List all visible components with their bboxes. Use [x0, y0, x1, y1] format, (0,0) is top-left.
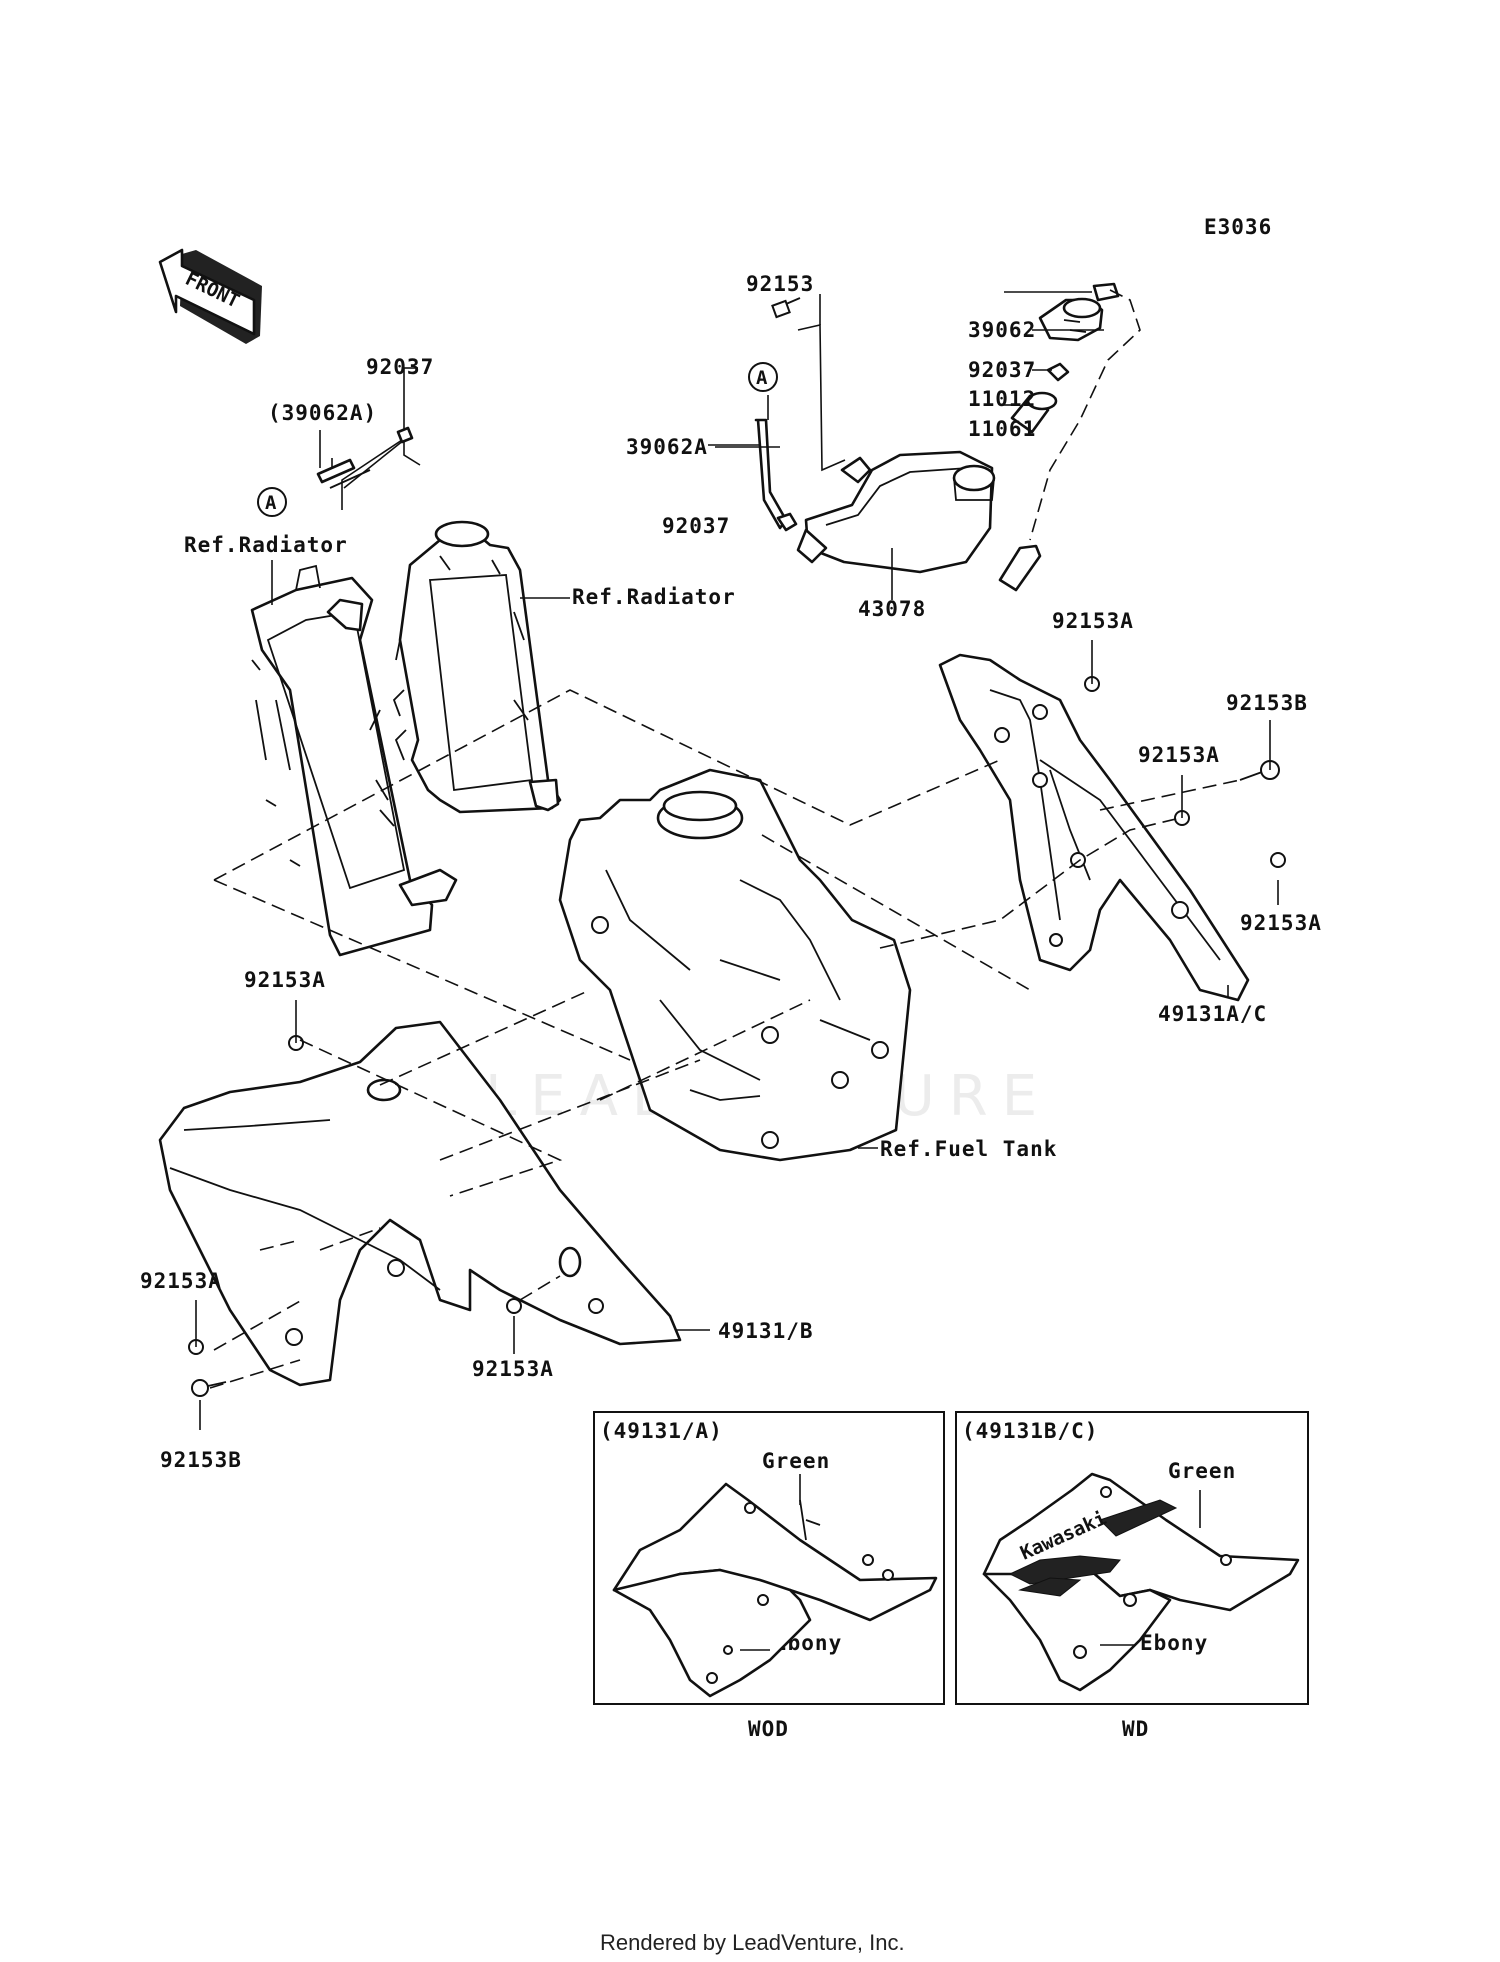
leader-lines	[195, 291, 1279, 1430]
variant-box-bc: (49131B/C) Green Ebony WD Kawasaki	[955, 1411, 1309, 1741]
callout-92037-mid: 92037	[662, 514, 730, 538]
variant-bc-model: WD	[1122, 1717, 1149, 1741]
variant-box-a: (49131/A) Green Ebony WOD	[593, 1411, 945, 1741]
callout-92153-top: 92153	[746, 272, 814, 296]
bolt-92153b-right	[1239, 760, 1280, 781]
callout-92153a-right1: 92153A	[1138, 743, 1220, 767]
callout-11012: 11012	[968, 387, 1036, 411]
callout-43078: 43078	[858, 597, 926, 621]
hose-39062	[1092, 282, 1120, 302]
callout-92153a-lower-left: 92153A	[140, 1269, 222, 1293]
hose-39062-lower	[998, 544, 1042, 592]
callout-92153a-right2: 92153A	[1240, 911, 1322, 935]
callout-92153a-left: 92153A	[244, 968, 326, 992]
bolt-92153a-right2	[1270, 852, 1286, 868]
callout-49131ac: 49131A/C	[1158, 1002, 1267, 1026]
callout-39062: 39062	[968, 318, 1036, 342]
variant-a-code: (49131/A)	[600, 1419, 723, 1443]
variant-a-model: WOD	[748, 1717, 789, 1741]
callout-39062a-paren: (39062A)	[268, 401, 377, 425]
bolt-92153a-lower-mid	[506, 1298, 522, 1314]
callout-92153a-top: 92153A	[1052, 609, 1134, 633]
callout-92037-right: 92037	[968, 358, 1036, 382]
marker-a-left-label: A	[265, 492, 277, 514]
callout-11061: 11061	[968, 417, 1036, 441]
bolt-92153-top	[771, 297, 801, 319]
callout-ref-fuel-tank: Ref.Fuel Tank	[880, 1137, 1057, 1161]
callout-92153a-lower-mid: 92153A	[472, 1357, 554, 1381]
marker-a-right-label: A	[756, 367, 768, 389]
front-arrow-icon: FRONT	[158, 248, 262, 344]
clamp-92037-left	[396, 426, 414, 444]
overflow-hose-39062a	[754, 418, 788, 530]
diagram-code: E3036	[1204, 215, 1272, 239]
callout-49131b: 49131/B	[718, 1319, 814, 1343]
callout-ref-radiator-left: Ref.Radiator	[184, 533, 348, 557]
callout-ref-radiator-right: Ref.Radiator	[572, 585, 736, 609]
callout-labels: 92153 92037 (39062A) Ref.Radiator Ref.Ra…	[140, 272, 1322, 1472]
callout-39062a: 39062A	[626, 435, 708, 459]
left-shroud	[158, 1020, 682, 1387]
variant-a-upper-color: Green	[762, 1449, 830, 1473]
right-radiator	[392, 520, 562, 814]
right-shroud	[938, 653, 1250, 1002]
footer-credit: Rendered by LeadVenture, Inc.	[600, 1930, 905, 1955]
variant-bc-upper-color: Green	[1168, 1459, 1236, 1483]
variant-bc-lower-color: Ebony	[1140, 1631, 1208, 1655]
callout-92037-left: 92037	[366, 355, 434, 379]
marker-a-left: A	[257, 487, 287, 517]
fuel-tank	[558, 768, 912, 1162]
marker-a-right: A	[748, 362, 778, 392]
callout-92153b-right: 92153B	[1226, 691, 1308, 715]
hose-39062a-left	[316, 458, 356, 484]
clamp-92037-mid	[776, 512, 798, 532]
bolt-92153b-lower	[191, 1379, 227, 1397]
reservoir-tank	[796, 450, 996, 574]
callout-92153b-lower: 92153B	[160, 1448, 242, 1472]
variant-bc-code: (49131B/C)	[962, 1419, 1098, 1443]
